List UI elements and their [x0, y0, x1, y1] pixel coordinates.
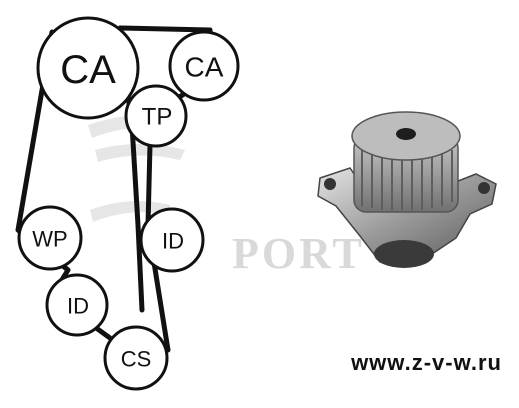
- pulley-cam-right-label: CA: [185, 52, 224, 83]
- watermark-brand: PORT: [232, 229, 365, 278]
- pulley-cam-left-circle: [36, 16, 140, 120]
- pump-right-bolt-hole: [478, 182, 490, 194]
- pulley-water-pump: WP: [17, 205, 83, 271]
- pump-left-bolt-hole: [324, 178, 336, 190]
- pulley-idler-lower-label: ID: [67, 294, 89, 319]
- pulley-water-pump-label: WP: [32, 227, 67, 252]
- pulley-tensioner: TP: [124, 84, 188, 148]
- pulley-crankshaft: CS: [103, 325, 169, 391]
- pulley-idler-lower: ID: [45, 273, 109, 337]
- pulley-water-pump-circle: [17, 205, 83, 271]
- pulley-tensioner-circle: [124, 84, 188, 148]
- pulley-crankshaft-circle: [103, 325, 169, 391]
- pulley-idler-right-circle: [139, 207, 205, 273]
- pulley-cam-left-label: CA: [60, 48, 116, 92]
- pulley-tensioner-label: TP: [142, 104, 173, 131]
- pump-shaft-hole: [396, 128, 416, 140]
- footer-url: www.z-v-w.ru: [350, 350, 502, 375]
- pulley-cam-right-circle: [168, 30, 240, 102]
- pulley-cam-left: CA: [36, 16, 140, 120]
- pump-gear-teeth: [361, 150, 453, 210]
- pulley-idler-right: ID: [139, 207, 205, 273]
- pulley-idler-lower-circle: [45, 273, 109, 337]
- pulley-crankshaft-label: CS: [121, 347, 152, 372]
- pulley-cam-right: CA: [168, 30, 240, 102]
- pump-impeller-base: [374, 240, 434, 268]
- water-pump-illustration: [317, 111, 497, 268]
- pulley-idler-right-label: ID: [162, 229, 184, 254]
